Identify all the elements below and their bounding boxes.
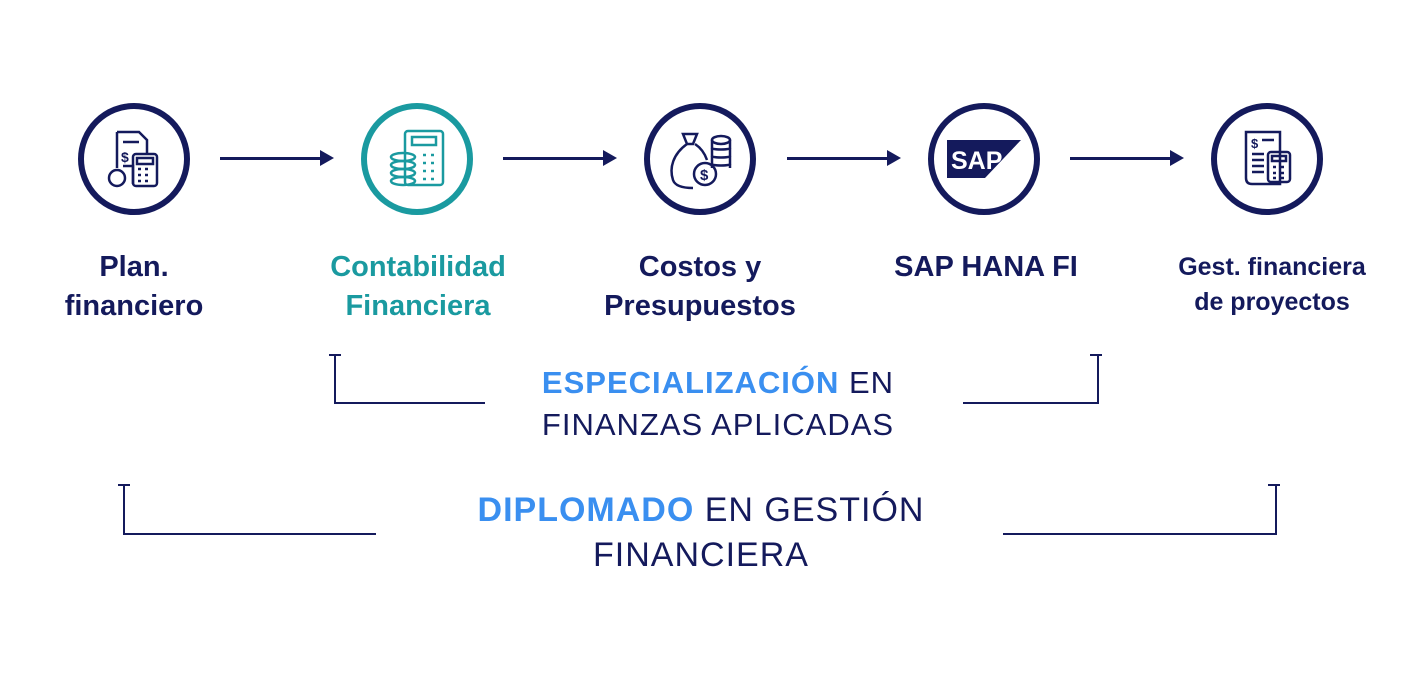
bracket-tick: [118, 484, 130, 486]
svg-text:$: $: [121, 149, 129, 165]
arrow-icon: [220, 150, 334, 166]
financial-plan-calculator-icon: $: [78, 103, 190, 215]
bracket-left: [123, 484, 376, 535]
invoice-calculator-icon: $: [1211, 103, 1323, 215]
bracket-tick: [329, 354, 341, 356]
step-label-plan-financiero: Plan.financiero: [64, 251, 204, 322]
money-bag-coins-icon: $: [644, 103, 756, 215]
bracket-right: [1003, 484, 1277, 535]
step-label-sap: SAP HANA FI: [894, 251, 1078, 283]
especializacion-title: ESPECIALIZACIÓN EN FINANZAS APLICADAS: [541, 365, 895, 442]
calculator-coins-icon: [361, 103, 473, 215]
arrow-icon: [1070, 150, 1184, 166]
bracket-tick: [1090, 354, 1102, 356]
arrow-icon: [787, 150, 901, 166]
svg-text:SAP: SAP: [951, 147, 1002, 175]
svg-text:$: $: [1251, 136, 1259, 151]
diplomado-title: DIPLOMADO EN GESTIÓN FINANCIERA: [477, 491, 925, 574]
svg-text:$: $: [700, 167, 709, 184]
arrow-icon: [503, 150, 617, 166]
bracket-left: [334, 354, 485, 404]
sap-logo-icon: SAP: [928, 103, 1040, 215]
bracket-right: [963, 354, 1099, 404]
bracket-tick: [1268, 484, 1280, 486]
